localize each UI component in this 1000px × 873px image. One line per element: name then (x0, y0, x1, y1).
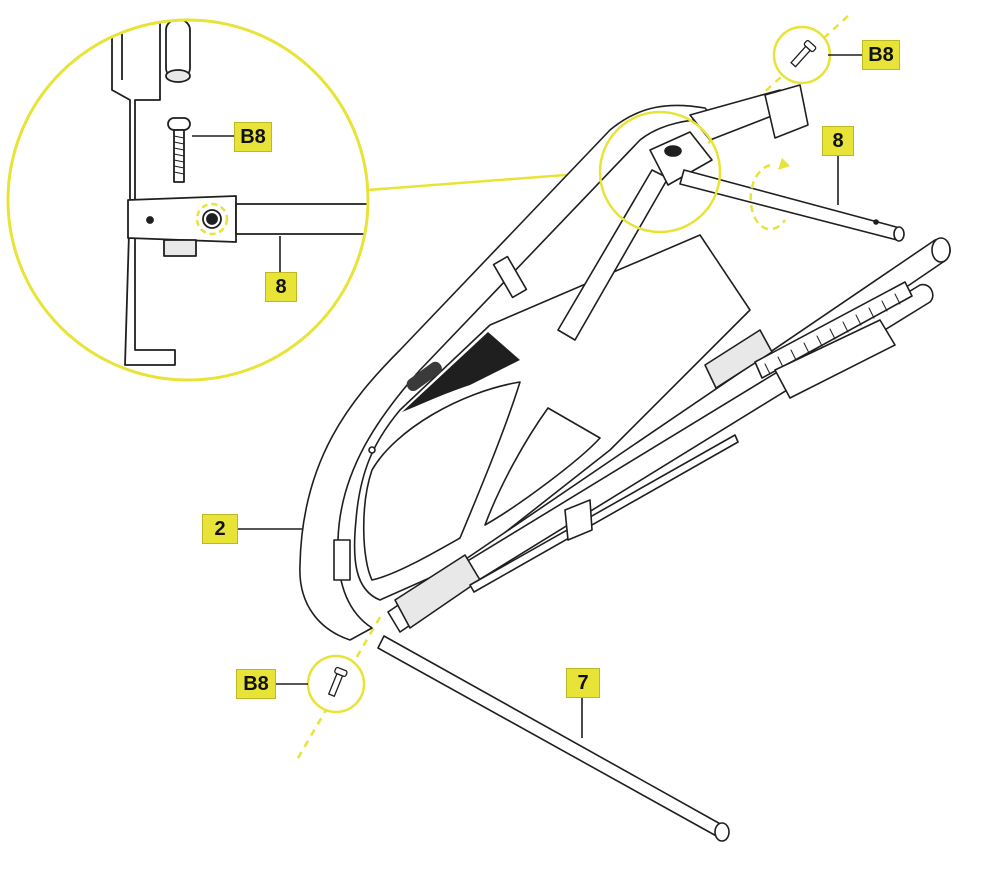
main-rail-end (931, 237, 951, 263)
top-hinge-assembly (649, 84, 809, 186)
detail-bolt-head (167, 117, 191, 131)
callout-7: 7 (566, 668, 600, 698)
part-7-rod-end (714, 822, 730, 842)
frame-rivet (368, 446, 376, 454)
hinge-plate (649, 131, 713, 186)
detail-bracket-block (127, 195, 237, 243)
part-8-rod-hole (873, 219, 879, 225)
detail-leader-line (367, 170, 606, 192)
callout-b8-detail: B8 (234, 122, 272, 152)
part-7-rod-body (377, 635, 729, 840)
frame-window-left (362, 381, 521, 581)
rotation-arrowhead-icon (778, 158, 790, 170)
detail-bolt-end-core (206, 213, 218, 225)
part-8-rod-body (679, 169, 904, 241)
detail-rod-8 (235, 203, 368, 235)
detail-bracket-hole (146, 216, 154, 224)
frame-bracket-lower (333, 539, 351, 581)
frame-part-2 (299, 104, 751, 641)
callout-8: 8 (822, 126, 854, 156)
lower-rails (387, 237, 951, 633)
detail-view (6, 18, 370, 382)
hinge-callout-circle (598, 110, 722, 234)
top-clamp-block (764, 84, 809, 139)
detail-frame-member (111, 20, 176, 366)
hinge-slot (664, 145, 682, 157)
detail-nut (163, 239, 197, 257)
callout-leaders (238, 54, 862, 738)
part-8-rod (679, 169, 905, 242)
rail-belt (754, 281, 913, 379)
motor-box (774, 319, 896, 399)
detail-ring (6, 18, 370, 382)
part-7-rod (377, 635, 730, 842)
callout-8-detail: 8 (265, 272, 297, 302)
rail-sleeve-upper (704, 329, 773, 389)
belt-teeth (764, 293, 901, 375)
part-8-rod-end (893, 226, 905, 242)
frame-shadow-wedge (402, 332, 520, 412)
frame-bracket-upper (492, 255, 528, 299)
bolt-icon (790, 40, 817, 68)
bottom-guide-tab (564, 499, 593, 541)
callout-b8-bottom: B8 (236, 669, 276, 699)
callout-b8-top: B8 (862, 40, 900, 70)
detail-bolt-thread (173, 135, 185, 175)
rotation-arrow-icon (749, 163, 787, 231)
frame-window-right (484, 407, 601, 526)
bottom-guide-rod (469, 434, 739, 593)
detail-top-pin-end (165, 69, 191, 83)
bolt-icon (327, 666, 348, 698)
detail-bolt-highlight (195, 202, 229, 236)
frame-handle-slot (406, 361, 442, 392)
callout-2: 2 (202, 514, 238, 544)
